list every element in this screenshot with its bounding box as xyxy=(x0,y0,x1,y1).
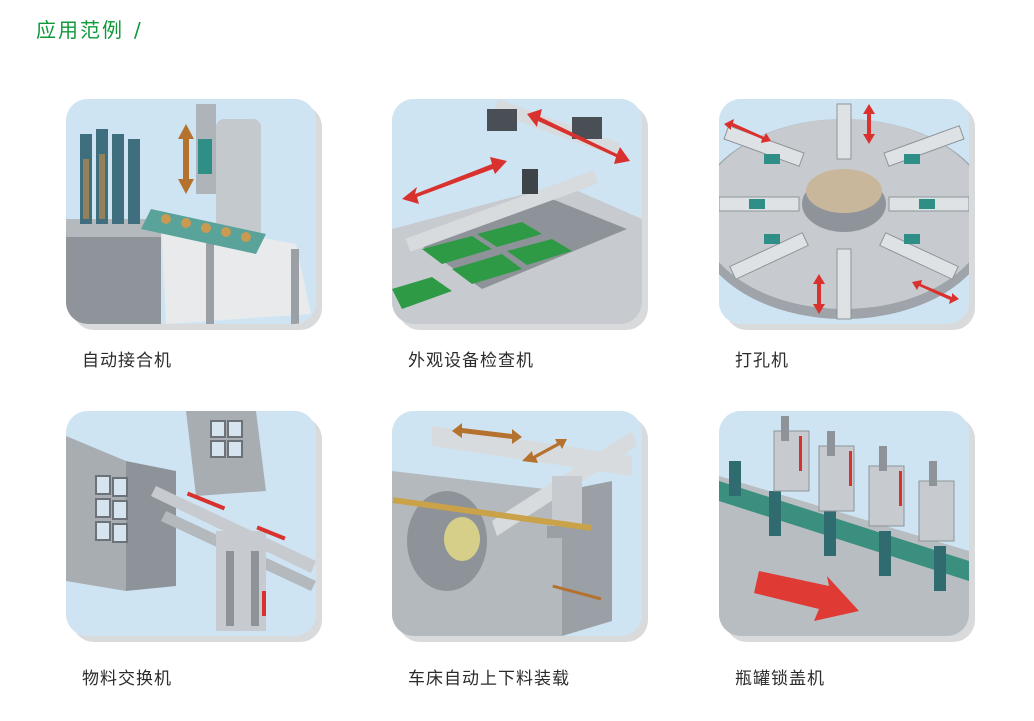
caption-inspection: 外观设备检查机 xyxy=(408,351,534,371)
caption-bonding: 自动接合机 xyxy=(82,351,172,371)
caption-capping: 瓶罐锁盖机 xyxy=(735,669,825,689)
application-card-punching[interactable] xyxy=(719,99,969,324)
caption-material-exchange: 物料交换机 xyxy=(82,669,172,689)
page-title-text: 应用范例 xyxy=(36,18,124,42)
caption-punching: 打孔机 xyxy=(735,351,789,371)
bonding-machine-illustration xyxy=(66,99,316,324)
application-card-bonding[interactable] xyxy=(66,99,316,324)
application-card-capping[interactable] xyxy=(719,411,969,636)
application-card-material-exchange[interactable] xyxy=(66,411,316,636)
material-exchange-illustration xyxy=(66,411,316,636)
application-card-lathe-loading[interactable] xyxy=(392,411,642,636)
inspection-machine-illustration xyxy=(392,99,642,324)
capping-machine-illustration xyxy=(719,411,969,636)
title-slash: / xyxy=(134,18,143,42)
application-card-inspection[interactable] xyxy=(392,99,642,324)
caption-lathe-loading: 车床自动上下料装载 xyxy=(408,669,570,689)
punching-machine-illustration xyxy=(719,99,969,324)
lathe-loading-illustration xyxy=(392,411,642,636)
page-title: 应用范例 / xyxy=(36,14,143,43)
